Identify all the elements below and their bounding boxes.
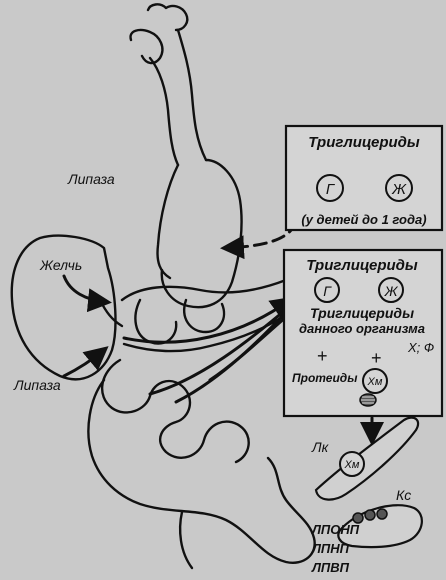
lipoprotein-particle-icon [352,512,364,524]
box-main-proteins: Протеиды [292,371,358,385]
esophagus-outline-inner [176,28,208,162]
lipoprotein-hdl: ЛПВП [311,560,350,575]
box-top-frame [284,124,444,232]
mouth-detail [146,3,189,32]
lymph-vessel: Лк Хм [311,416,420,501]
box-triglycerides-children: Триглицериды Г Ж (у детей до 1 года) [284,124,444,232]
lipoprotein-particle-icon [376,508,388,520]
box-main-title: Триглицериды [306,257,418,274]
large-intestine-outline [87,378,316,564]
box-main-line1: Триглицериды [310,305,414,321]
box-main-circle-g [314,277,340,303]
box-main-xf: Х; Ф [407,340,434,355]
small-intestine-loops [100,358,250,464]
label-bile: Желчь [39,257,82,273]
liver-outline [10,234,117,381]
chylomicron-icon [362,368,388,394]
lipoprotein-particle-icon [364,509,376,521]
lymph-chylomicron-icon [339,451,365,477]
lipoprotein-ldl: ЛПНП [311,541,350,556]
stomach-inner-curve [156,163,180,280]
lipoprotein-particles [352,508,388,524]
box-main-plus-left: + [317,346,328,366]
box-triglycerides-main: Триглицериды Г Ж Триглицериды данного ор… [282,248,444,418]
bile-arrow [62,274,112,313]
lymph-label-lk: Лк [311,439,330,455]
absorption-arrow-1 [122,296,295,344]
box-top-circle-zh-label: Ж [391,181,407,198]
chylomicron-stripes [361,396,375,404]
box-main-circle-g-label: Г [323,283,332,299]
capillary: Кс ЛПОНП ЛПНП ЛПВП [311,487,423,575]
absorption-arrow-2 [148,304,292,396]
box-main-hm: Хм [367,376,383,388]
box-top-note: (у детей до 1 года) [301,212,426,227]
box-top-circle-g [316,174,344,202]
label-lipase-pancreas: Липаза [13,377,61,393]
box-main-plus-right: + [371,348,382,368]
lipoprotein-vldl: ЛПОНП [311,522,360,537]
duodenum-outline [120,278,288,302]
box-main-circle-zh-label: Ж [384,283,399,299]
lipase-arrow [62,346,109,378]
tongue-outline [129,28,164,65]
esophagus-outline [148,56,180,167]
capillary-label-ks: Кс [396,487,411,503]
rectum-outline [178,510,194,570]
lymph-hm: Хм [344,459,360,471]
stomach-outline [160,158,243,309]
box-top-title: Триглицериды [308,134,420,151]
label-lipase-stomach: Липаза [67,171,115,187]
box-main-line2: данного организма [299,321,425,336]
box-main-frame [282,248,444,418]
box-top-circle-zh [385,174,413,202]
lymph-vessel-outline [314,416,420,501]
box-top-circle-g-label: Г [326,181,336,198]
box-main-circle-zh [378,277,404,303]
